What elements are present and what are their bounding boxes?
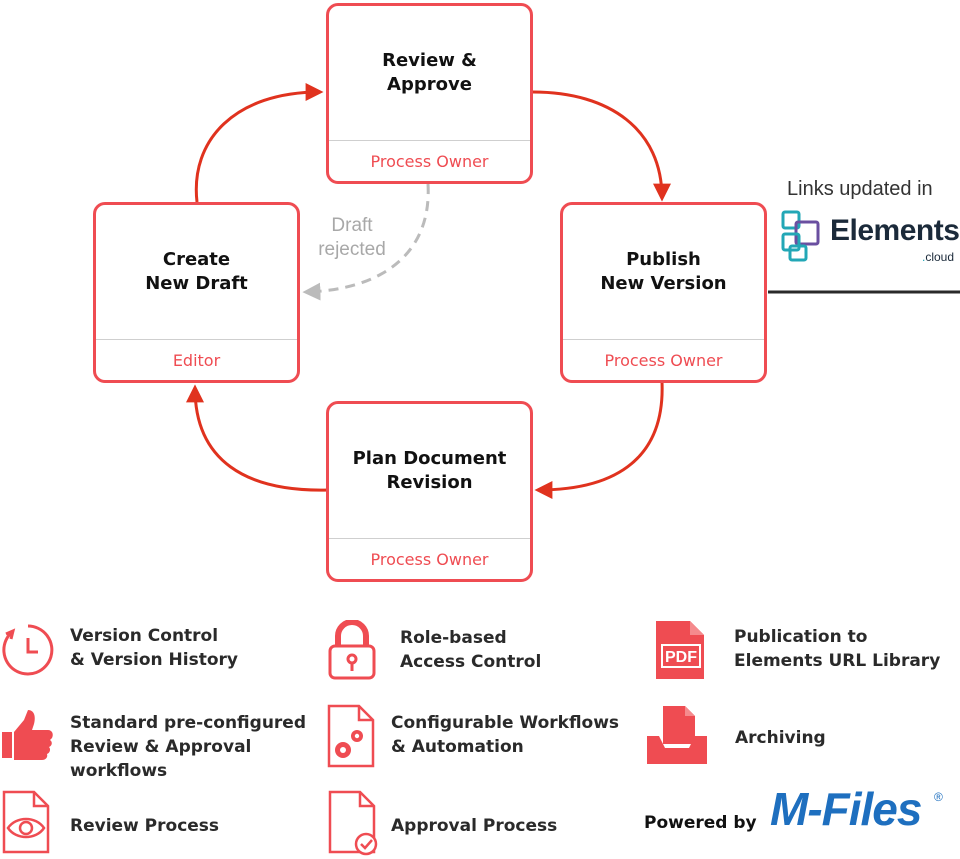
arrow-create-to-review (194, 83, 324, 203)
links-updated-label: Links updated in (787, 178, 933, 200)
registered-mark: ® (934, 790, 943, 804)
step-create-draft: Create New Draft Editor (93, 202, 300, 383)
feature-role-access: Role-based Access Control (400, 628, 542, 672)
elements-cloud-logo: Elements .cloud (780, 206, 960, 266)
divider (563, 339, 764, 340)
divider (329, 140, 530, 141)
eye-document-icon (2, 790, 50, 854)
arrow-plan-to-create (186, 384, 329, 492)
padlock-icon (328, 620, 376, 680)
step-role: Process Owner (370, 151, 489, 171)
feature-configurable-workflows: Configurable Workflows & Automation (391, 713, 620, 757)
step-review-approve: Review & Approve Process Owner (326, 3, 533, 184)
draft-rejected-label: Draft rejected (318, 215, 386, 260)
feature-review-process: Review Process (70, 816, 220, 836)
feature-version-control: Version Control & Version History (70, 626, 238, 670)
step-role: Process Owner (370, 549, 489, 569)
feature-archiving: Archiving (735, 728, 826, 748)
feature-standard-workflows: Standard pre-configured Review & Approva… (70, 713, 307, 781)
m-files-logo: M-Files (770, 783, 922, 835)
step-role: Process Owner (604, 350, 723, 370)
arrow-draft-rejected (302, 183, 430, 301)
step-title: Plan Document Revision (352, 448, 507, 493)
step-publish-version: Publish New Version Process Owner (560, 202, 767, 383)
elements-logo-suffix: .cloud (922, 250, 955, 264)
step-role: Editor (172, 350, 221, 370)
step-title: Review & Approve (382, 50, 477, 95)
divider (329, 538, 530, 539)
pdf-file-icon: PDF (656, 621, 704, 679)
archive-tray-icon (647, 706, 707, 764)
feature-publication: Publication to Elements URL Library (734, 627, 941, 671)
check-document-icon (328, 790, 378, 856)
elements-logo-word: Elements (830, 214, 960, 247)
gears-document-icon (327, 704, 375, 768)
svg-text:PDF: PDF (665, 649, 697, 666)
clock-icon (2, 624, 54, 676)
step-title: Create New Draft (145, 249, 248, 294)
step-plan-revision: Plan Document Revision Process Owner (326, 401, 533, 582)
arrow-review-to-publish (532, 90, 671, 202)
elements-logo-mark-icon (781, 210, 820, 262)
feature-approval-process: Approval Process (391, 816, 558, 836)
divider (96, 339, 297, 340)
arrow-publish-to-plan (534, 381, 664, 499)
step-title: Publish New Version (600, 249, 727, 294)
thumbs-up-icon (2, 710, 53, 760)
powered-by-label: Powered by (644, 813, 757, 833)
